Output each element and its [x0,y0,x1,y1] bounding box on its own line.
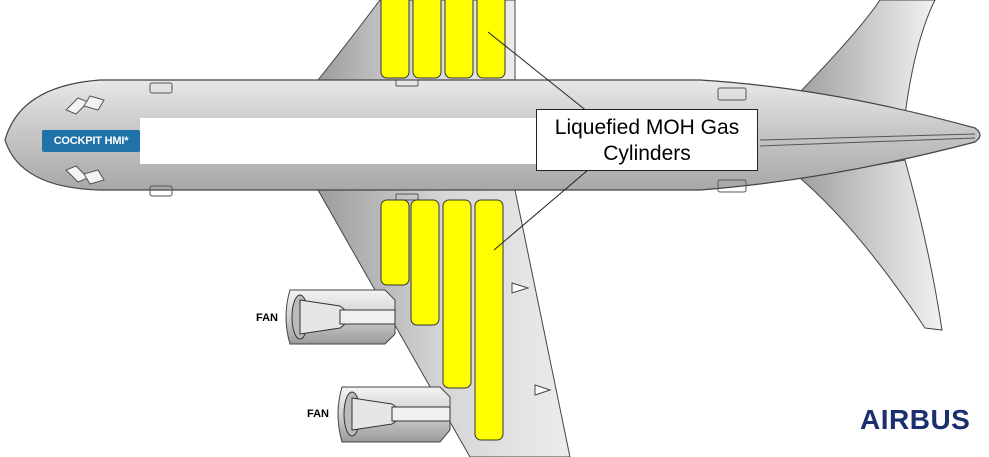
flap-fairings [511,282,552,396]
lower-cylinders [380,199,504,441]
callout-line-2: Cylinders [603,142,691,165]
engine-2 [337,386,451,443]
tail-cone-line-2 [759,137,976,147]
cylinder-upper-2 [412,0,442,79]
cockpit-hmi-badge: COCKPIT HMI* [42,130,140,152]
callout-line-1: Liquefied MOH Gas [554,116,740,139]
cylinder-upper-1 [380,0,410,79]
engine-1 [285,289,396,345]
doors [149,79,747,201]
cylinders-callout: Liquefied MOH Gas Cylinders [536,109,758,171]
cylinder-lower-4 [474,199,504,441]
fan-label-1: FAN [256,312,278,324]
leader-line-lower [493,169,589,251]
upper-cylinders [380,0,506,79]
fan-label-2: FAN [307,408,329,420]
airbus-logo: AIRBUS [860,404,971,435]
lower-stabilizer [798,159,943,331]
cylinder-upper-3 [444,0,474,79]
cabin-area [140,118,540,164]
cockpit-windows [65,95,105,185]
tail-cone-line [759,133,976,141]
cylinder-lower-2 [410,199,440,326]
cylinder-lower-1 [380,199,410,286]
leader-line-upper [487,31,589,113]
cylinder-lower-3 [442,199,472,389]
upper-stabilizer [799,0,936,116]
cylinder-upper-4 [476,0,506,79]
